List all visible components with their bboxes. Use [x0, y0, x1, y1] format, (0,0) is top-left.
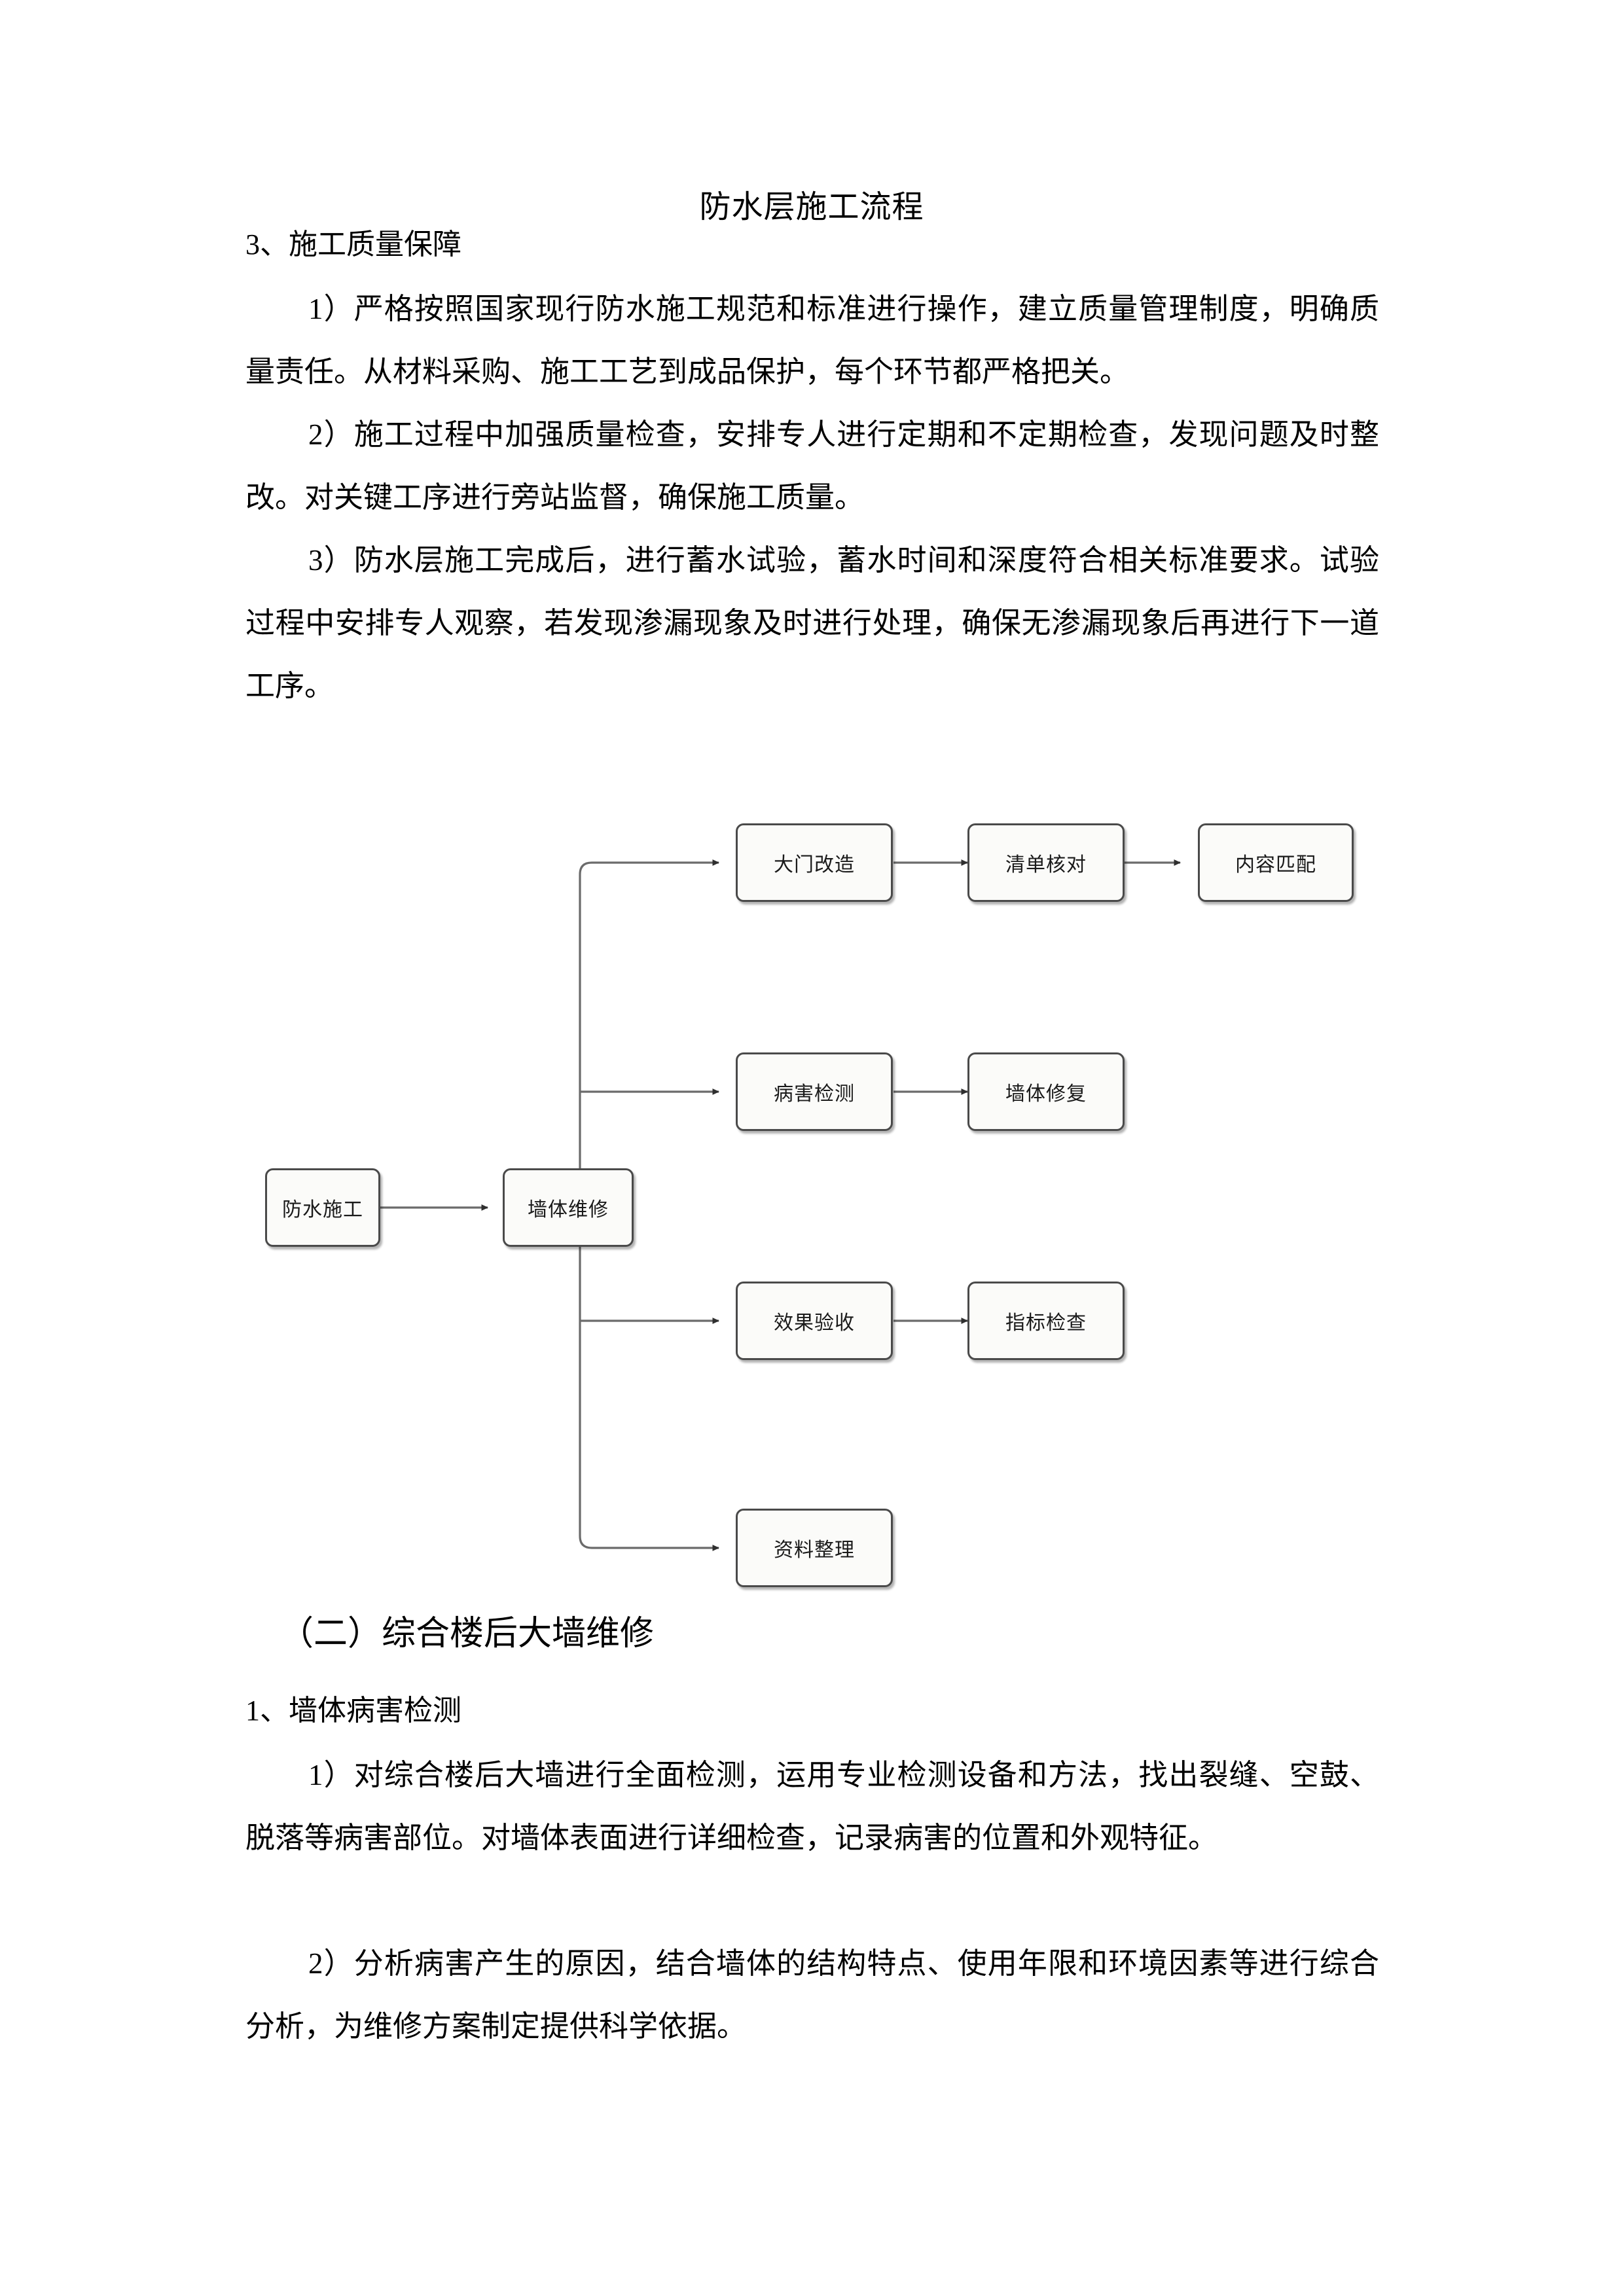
flow-node-data-organization: 资料整理 [736, 1509, 893, 1587]
flow-node-list-verification: 清单核对 [967, 823, 1125, 902]
flow-node-indicator-inspection: 指标检查 [967, 1282, 1125, 1360]
heading-construction-quality: 3、施工质量保障 [245, 228, 461, 260]
flow-node-wall-restoration: 墙体修复 [967, 1052, 1125, 1131]
flow-node-waterproof-construction: 防水施工 [265, 1168, 380, 1247]
paragraph-3: 3）防水层施工完成后，进行蓄水试验，蓄水时间和深度符合相关标准要求。试验过程中安… [245, 544, 1379, 702]
section-title-comprehensive-building-wall-repair: （二）综合楼后大墙维修 [280, 1615, 655, 1653]
flow-node-gate-renovation: 大门改造 [736, 823, 893, 902]
flow-node-content-matching: 内容匹配 [1198, 823, 1354, 902]
flow-node-defect-detection: 病害检测 [736, 1052, 893, 1131]
paragraph-5: 2）分析病害产生的原因，结合墙体的结构特点、使用年限和环境因素等进行综合分析，为… [245, 1947, 1379, 2043]
paragraph-4: 1）对综合楼后大墙进行全面检测，运用专业检测设备和方法，找出裂缝、空鼓、脱落等病… [245, 1759, 1379, 1854]
page-title: 防水层施工流程 [699, 190, 924, 224]
flow-node-wall-repair: 墙体维修 [503, 1168, 634, 1247]
paragraph-1: 1）严格按照国家现行防水施工规范和标准进行操作，建立质量管理制度，明确质量责任。… [245, 293, 1379, 388]
paragraph-2: 2）施工过程中加强质量检查，安排专人进行定期和不定期检查，发现问题及时整改。对关… [245, 418, 1379, 514]
heading-wall-defect-detection: 1、墙体病害检测 [245, 1695, 461, 1727]
flow-node-effect-acceptance: 效果验收 [736, 1282, 893, 1360]
